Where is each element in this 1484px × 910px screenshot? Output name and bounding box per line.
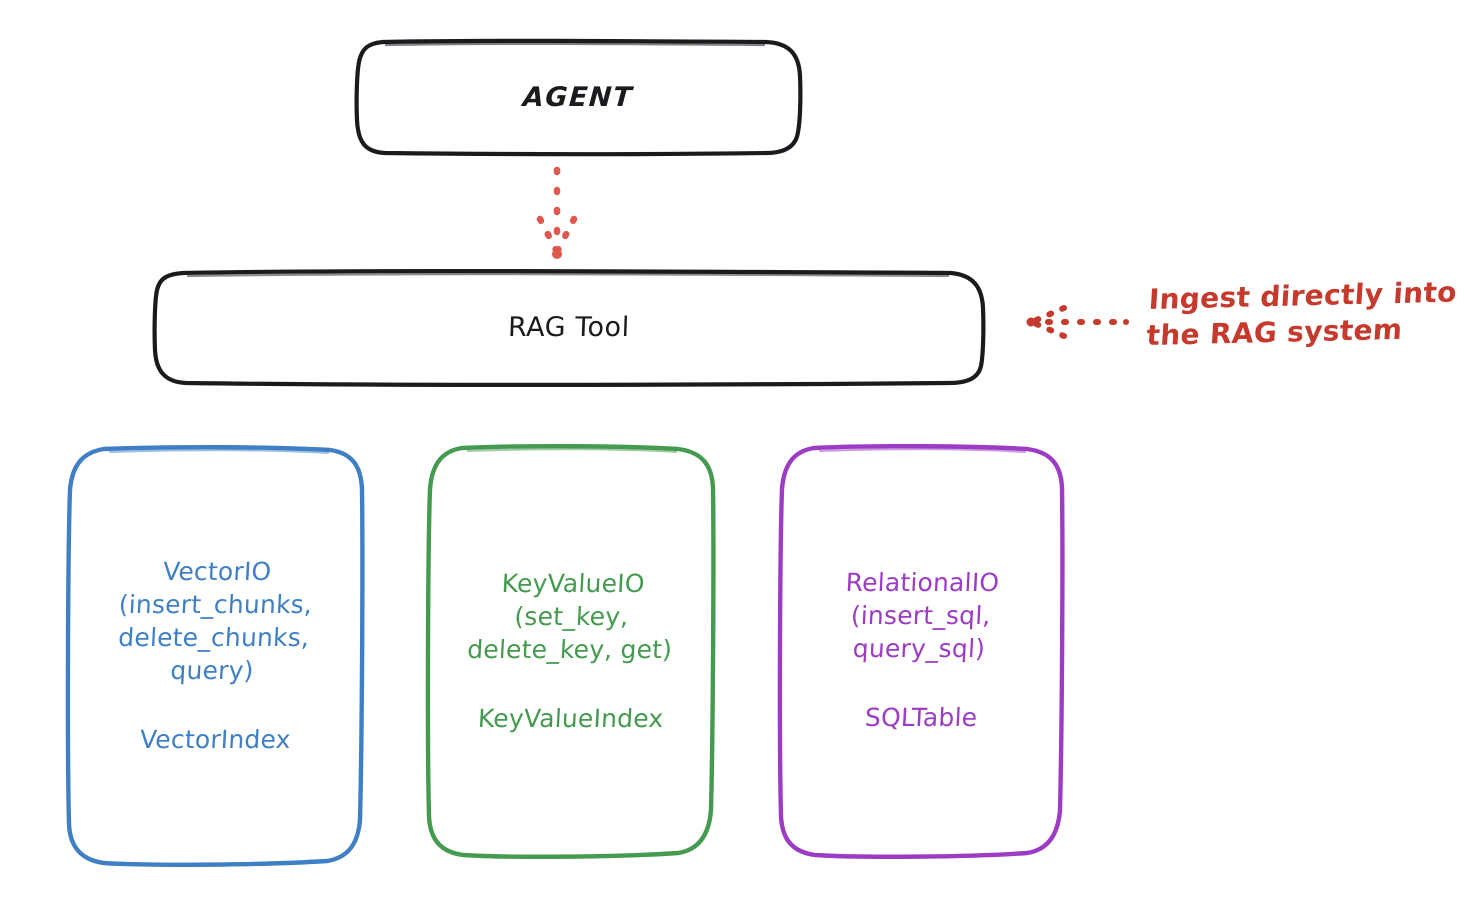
vector-io-node[interactable]: VectorIO (insert_chunks, delete_chunks, …: [68, 448, 362, 863]
sql-table-label: SQLTable: [864, 703, 978, 732]
rag-tool-label: RAG Tool: [507, 312, 631, 343]
relational-io-box-outline: [777, 443, 1065, 859]
relational-io-node[interactable]: RelationalIO (insert_sql, query_sql) SQL…: [780, 447, 1062, 853]
key-value-io-box-outline: [425, 443, 716, 859]
rag-tool-node[interactable]: RAG Tool: [155, 272, 983, 383]
vector-io-interface-label: VectorIO (insert_chunks, delete_chunks, …: [117, 557, 314, 685]
ingest-annotation-text: Ingest directly into the RAG system: [1145, 275, 1458, 352]
vector-index-label: VectorIndex: [138, 725, 292, 754]
rag-tool-box-outline: [152, 269, 986, 387]
key-value-index-label: KeyValueIndex: [477, 703, 665, 733]
agent-to-rag-arrow: [536, 166, 578, 259]
agent-node[interactable]: AGENT: [357, 41, 800, 154]
relational-io-interface-label: RelationalIO (insert_sql, query_sql): [845, 568, 1001, 663]
vector-io-box-outline: [65, 444, 365, 867]
agent-box-outline: [354, 38, 803, 157]
ingest-arrow: [1026, 305, 1131, 339]
key-value-io-interface-label: KeyValueIO (set_key, delete_key, get): [466, 568, 673, 664]
key-value-io-node[interactable]: KeyValueIO (set_key, delete_key, get) Ke…: [428, 447, 714, 854]
agent-label: AGENT: [522, 82, 635, 113]
